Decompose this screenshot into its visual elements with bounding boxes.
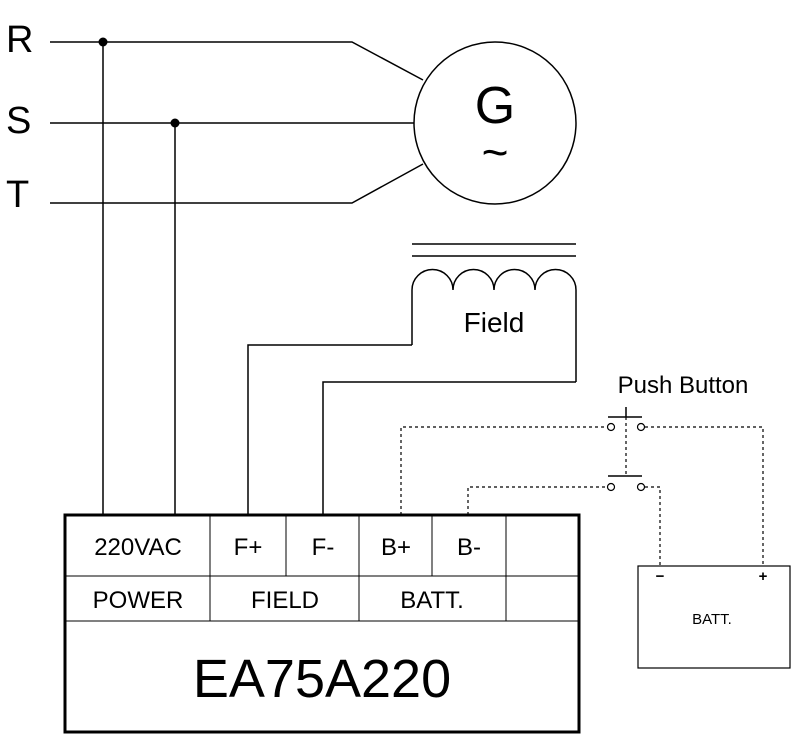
- battery-plus-dashed-wire: [645, 426, 764, 566]
- field-label: Field: [464, 307, 525, 338]
- field-coil-winding: [411, 268, 577, 382]
- battery-label: BATT.: [692, 611, 732, 628]
- bminus-dashed-wire: [467, 486, 607, 515]
- terminal-bminus: B-: [457, 534, 481, 561]
- battery-plus-sign: +: [759, 568, 768, 585]
- phase-s-label: S: [6, 100, 31, 142]
- terminal-220vac: 220VAC: [94, 534, 182, 561]
- group-batt: BATT.: [400, 587, 464, 614]
- terminal-fplus: F+: [234, 534, 263, 561]
- terminal-bplus: B+: [381, 534, 411, 561]
- regulator-box: [63, 513, 581, 734]
- battery-minus-sign: −: [656, 568, 665, 585]
- battery-minus-dashed-wire: [645, 486, 661, 566]
- regulator-model: EA75A220: [193, 649, 451, 709]
- group-power: POWER: [93, 587, 184, 614]
- phase-r-line: [50, 41, 424, 81]
- phase-r-label: R: [6, 19, 33, 61]
- battery-box: [637, 565, 791, 669]
- phase-t-line: [50, 163, 424, 204]
- push-button-switch: [606, 407, 646, 492]
- generator-symbol: [413, 41, 577, 205]
- field-wire-fminus: [322, 381, 576, 515]
- field-wire-fplus: [247, 344, 412, 515]
- push-button-label: Push Button: [618, 372, 749, 399]
- bplus-dashed-wire: [400, 426, 607, 515]
- group-field: FIELD: [251, 587, 319, 614]
- terminal-fminus: F-: [312, 534, 335, 561]
- phase-t-label: T: [6, 174, 29, 216]
- generator-tilde: ~: [482, 126, 509, 178]
- generator-letter: G: [475, 77, 515, 135]
